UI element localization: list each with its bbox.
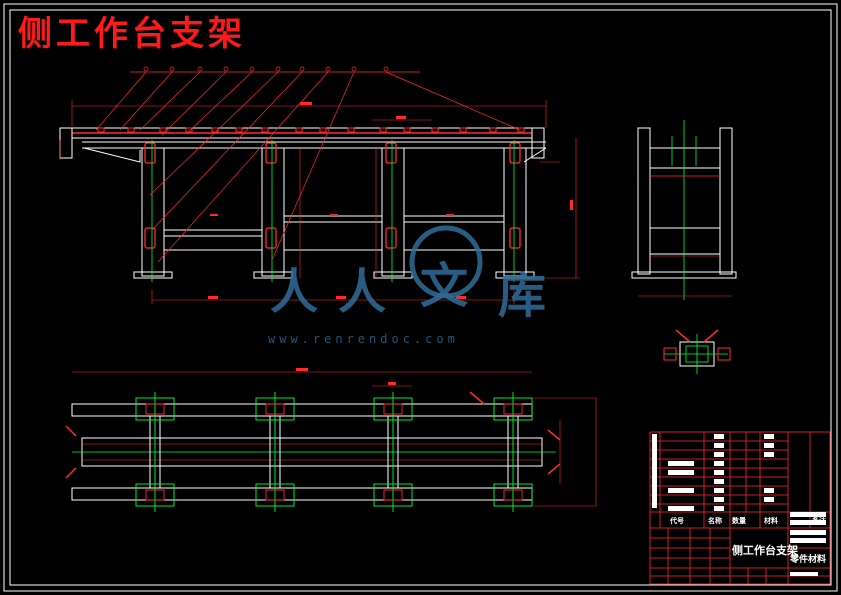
- title-block-parts-label: 零件材料: [790, 555, 827, 565]
- watermark-logo: [409, 225, 483, 299]
- watermark-char-4: 库: [498, 268, 547, 324]
- front-view: [59, 66, 580, 304]
- watermark-url: www.renrendoc.com: [268, 332, 459, 346]
- watermark-char-1: 人: [270, 264, 319, 320]
- outer-border: [3, 3, 838, 592]
- side-view: [631, 120, 737, 300]
- title-block-col-material: 材料: [764, 517, 778, 525]
- title-block-col-name: 名称: [708, 517, 722, 525]
- title-block-col-qty: 数量: [732, 517, 746, 525]
- page-title: 侧工作台支架: [18, 14, 246, 54]
- top-view: [65, 368, 597, 512]
- watermark-char-2: 人: [338, 264, 387, 320]
- watermark-char-3: 文: [420, 258, 469, 314]
- title-block-small-text: [652, 434, 826, 576]
- title-block-col-code: 代号: [670, 517, 684, 525]
- inner-border: [9, 9, 832, 586]
- title-block-drawing-name: 侧工作台支架: [732, 544, 798, 557]
- section-detail: [663, 329, 731, 374]
- title-block: [649, 431, 831, 585]
- title-block-col-remark: 备注: [812, 517, 826, 525]
